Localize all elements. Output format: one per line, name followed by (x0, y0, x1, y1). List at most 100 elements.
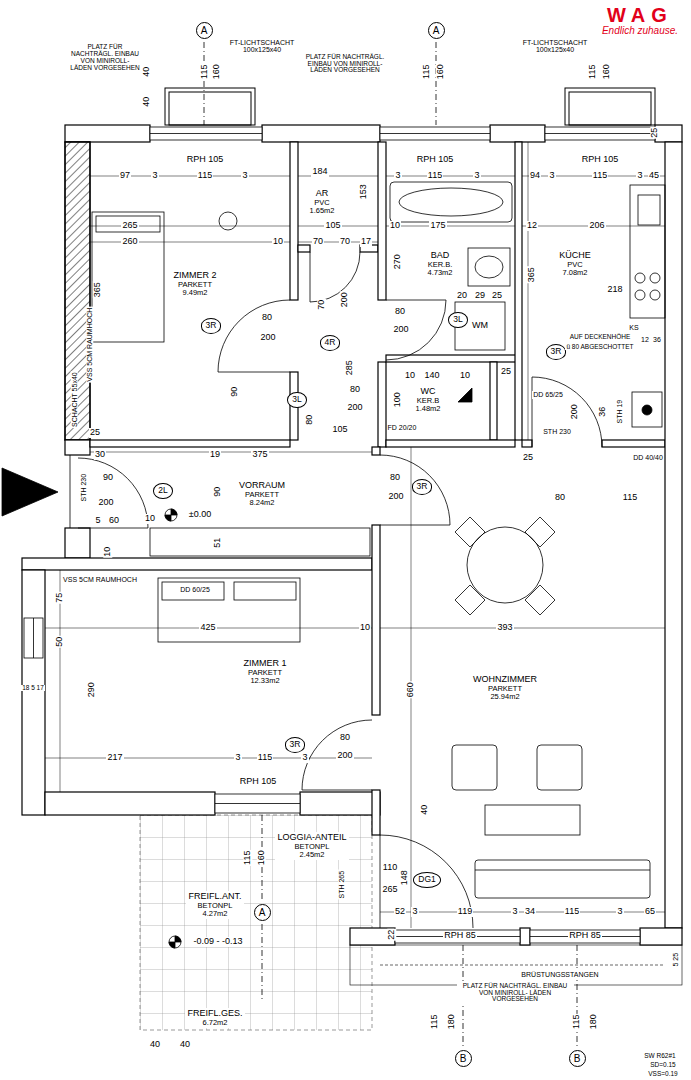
furniture (399, 188, 503, 216)
wall (378, 362, 386, 447)
wall (22, 125, 682, 945)
plan-label: 10 (404, 371, 416, 380)
furniture (638, 195, 660, 225)
railing-zone (380, 965, 665, 966)
plan-label: 10 (389, 221, 401, 230)
plan-label: 70 (339, 237, 351, 246)
dimension-label: 148 (400, 869, 409, 886)
plan-label: 29 (474, 291, 486, 300)
door-tag: 3R (201, 318, 222, 333)
node-text: WC (415, 387, 440, 397)
level-marker (165, 509, 181, 948)
plan-label: 70 (312, 237, 324, 246)
plan-label: 105 (324, 221, 341, 230)
node-text: 4R (325, 338, 336, 347)
node-text: B (460, 1053, 467, 1064)
plan-label: VSS=0.19 (647, 1071, 678, 1078)
plan-label: 10 (272, 237, 284, 246)
wall (490, 125, 545, 142)
dimension-label: 115 (200, 64, 209, 80)
furniture (475, 256, 503, 278)
level-marker (165, 509, 177, 521)
plan-label: 200 (387, 492, 404, 501)
plan-label: 3 (241, 171, 248, 180)
paving-grid (140, 815, 372, 1030)
node-text: LOGGIA-ANTEIL (277, 833, 346, 843)
room-label-box: BADKER.B.4.73m2 (425, 250, 454, 278)
door-tag: 2L (153, 483, 172, 498)
wall (65, 142, 90, 440)
dimension-label: 80 (305, 414, 314, 426)
node-text: 1.65m2 (309, 207, 334, 215)
wall (22, 570, 45, 815)
plan-label: 200 (346, 403, 363, 412)
furniture (150, 528, 370, 556)
node-text: 3R (290, 740, 301, 749)
room-label-box: KÜCHEPVC7.08m2 (557, 250, 593, 278)
dimension-label: 40 (420, 804, 429, 816)
node-text: 2.45m2 (277, 851, 346, 859)
dimension-label: 90 (213, 486, 222, 498)
node-text: PARKETT (239, 491, 285, 499)
plan-label: 265 (121, 221, 138, 230)
door-swing (380, 835, 473, 928)
node-text: KER.B. (427, 261, 452, 269)
door-swing (380, 455, 450, 525)
plan-label: 218 (606, 285, 623, 294)
light-shaft (165, 88, 655, 125)
plan-label: 140 (423, 371, 440, 380)
plan-label: 80 (339, 733, 351, 742)
dimension-label: STH 265 (338, 870, 345, 900)
railing-zone (350, 945, 682, 985)
wall (602, 440, 665, 447)
plan-label: 12 (526, 221, 538, 230)
node-text: 6.72m2 (187, 1019, 242, 1027)
dimension-label: 160 (602, 63, 611, 80)
plan-label: 5 (94, 516, 101, 525)
plan-label: VSS 5CM RAUMHOCH (62, 576, 138, 583)
furniture (650, 273, 660, 283)
plan-label: 115 (592, 171, 608, 180)
furniture (452, 745, 497, 790)
section-marker: B (455, 1050, 472, 1067)
furniture (92, 212, 164, 342)
wall (65, 440, 90, 455)
plan-label: SW R62#1 (643, 1053, 676, 1060)
wall (372, 447, 380, 455)
room-label-box: WCKER.B1.48m2 (413, 386, 442, 414)
plan-label: 175 (429, 221, 446, 230)
plan-label: AUF DECKENHÖHE (569, 334, 632, 341)
plan-label: BRÜSTUNGSSTANGEN (520, 971, 599, 978)
node-text: 4.73m2 (427, 269, 452, 277)
plan-label: -0.09 - -0.13 (192, 937, 243, 946)
plan-label: 60 (108, 516, 120, 525)
plan-label: 3 (636, 171, 643, 180)
window (24, 127, 655, 943)
plan-label: 10 (359, 623, 371, 632)
furniture (525, 517, 555, 547)
door-tag: 3L (287, 392, 306, 407)
node-text: FREIFL.ANT. (188, 892, 241, 902)
furniture (525, 585, 555, 615)
section-marker: A (254, 904, 271, 921)
room-label-box: WOHNZIMMERPARKETT25.94m2 (471, 674, 539, 702)
plan-label: 17 (360, 237, 372, 246)
fixture-solid (2, 388, 652, 516)
node-text: 9.49m2 (173, 289, 216, 297)
dimension-label: 25 (650, 127, 659, 139)
section-marker: A (196, 22, 213, 39)
wall (300, 792, 380, 815)
dimension-label: SCHACHT 55x40 (70, 372, 77, 429)
furniture (390, 182, 512, 222)
node-text: 8.24m2 (239, 499, 285, 507)
dimension-label: 285 (345, 359, 354, 376)
section-marker: A (428, 22, 445, 39)
door-swing (78, 458, 148, 528)
plan-label: PLATZ FÜR NACHTRÄGL. EINBAU VON MINIROLL… (457, 983, 574, 1003)
plan-label: 34 (524, 907, 536, 916)
plan-label: 80 (349, 385, 361, 394)
dimension-label: 115 (430, 1014, 439, 1030)
light-shaft (169, 92, 251, 125)
dimension-label: 75 (55, 592, 64, 604)
plan-label: 200 (97, 498, 114, 507)
